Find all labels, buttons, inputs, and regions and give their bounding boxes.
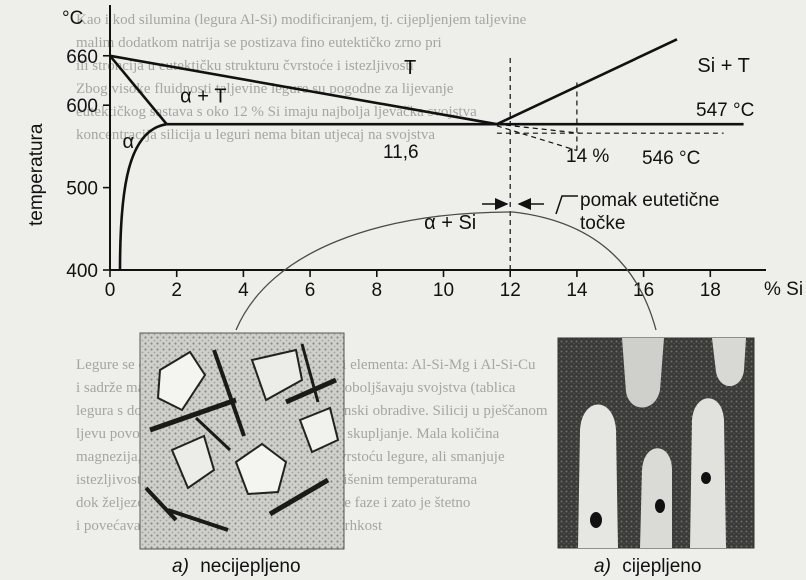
phase-line-liquidus-al bbox=[110, 56, 497, 124]
phase-line-solidus bbox=[110, 56, 167, 124]
shifted-concentration-label: 14 % bbox=[566, 146, 609, 167]
y-unit-label: °C bbox=[62, 8, 83, 29]
eutectic-shift-note-line2: točke bbox=[580, 213, 625, 234]
temperature-547-label: 547 °C bbox=[696, 100, 754, 121]
x-tick-label: 2 bbox=[171, 280, 182, 301]
region-label: Si + T bbox=[697, 55, 749, 77]
micrograph-unmodified bbox=[140, 333, 344, 549]
eutectic-concentration-label: 11,6 bbox=[383, 142, 419, 163]
y-tick-label: 600 bbox=[66, 96, 98, 117]
y-tick-label: 660 bbox=[66, 47, 98, 68]
y-axis-label: temperatura bbox=[26, 123, 47, 226]
shift-note-leader bbox=[556, 196, 578, 214]
micrograph-modified bbox=[558, 338, 754, 548]
dashed-line-modified-liquidus-si bbox=[497, 126, 577, 151]
x-unit-label: % Si bbox=[764, 279, 803, 300]
x-ticks: 024681012141618 bbox=[105, 270, 721, 301]
caption-right-label: a) bbox=[594, 556, 611, 577]
region-label: α bbox=[123, 131, 135, 153]
region-label: α + T bbox=[180, 86, 227, 108]
caption-left-label: a) bbox=[172, 556, 189, 577]
x-tick-label: 10 bbox=[433, 280, 454, 301]
x-tick-label: 18 bbox=[700, 280, 721, 301]
y-tick-label: 500 bbox=[66, 179, 98, 200]
caption-right: a) cijepljeno bbox=[594, 556, 701, 577]
region-label: T bbox=[404, 57, 416, 79]
dashed-line-modified-liquidus-al bbox=[497, 124, 580, 133]
x-tick-label: 4 bbox=[238, 280, 249, 301]
x-tick-label: 6 bbox=[305, 280, 316, 301]
y-ticks: 400 500 600 660 bbox=[66, 47, 110, 282]
phase-line-liquidus-si bbox=[497, 39, 677, 124]
x-tick-label: 14 bbox=[566, 280, 588, 301]
caption-left-text: necijepljeno bbox=[200, 556, 300, 577]
temperature-546-label: 546 °C bbox=[642, 148, 700, 169]
x-tick-label: 12 bbox=[500, 280, 521, 301]
caption-left: a) necijepljeno bbox=[172, 556, 301, 577]
y-tick-label: 400 bbox=[66, 261, 98, 282]
caption-right-text: cijepljeno bbox=[622, 556, 701, 577]
eutectic-shift-note-line1: pomak eutetične bbox=[580, 190, 719, 211]
x-tick-label: 0 bbox=[105, 280, 116, 301]
x-tick-label: 8 bbox=[372, 280, 383, 301]
